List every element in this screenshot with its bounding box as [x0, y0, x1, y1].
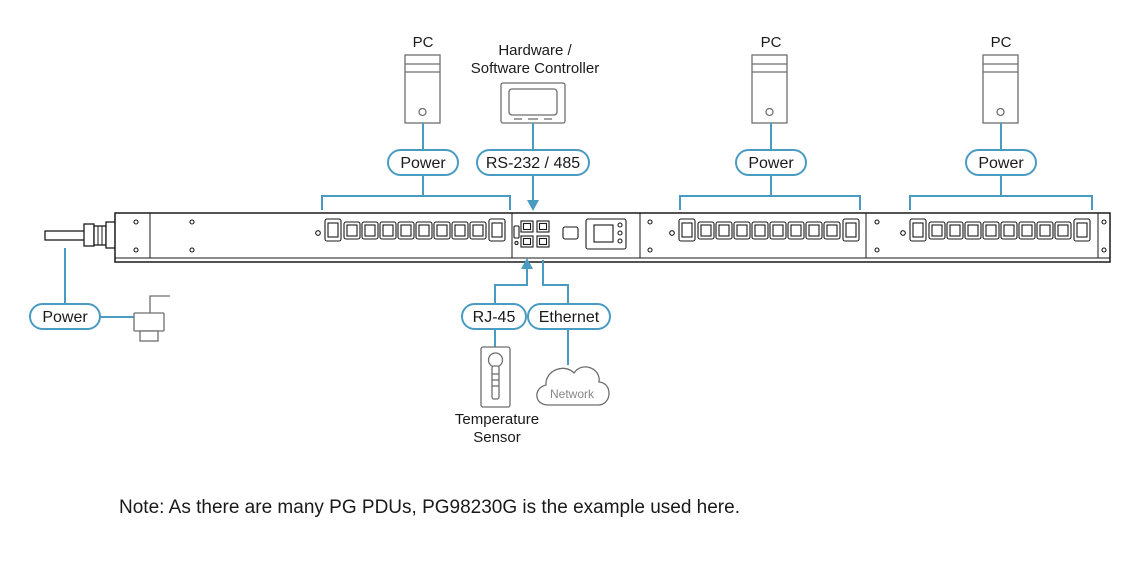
pc-label: PC	[991, 34, 1012, 51]
controller-monitor-icon	[500, 82, 566, 124]
serial-pill: RS-232 / 485	[486, 155, 580, 172]
rj45-pill: RJ-45	[473, 309, 516, 326]
sensor-label: Sensor	[473, 429, 521, 446]
power-pill: Power	[400, 155, 446, 172]
controller-label: Software Controller	[471, 60, 599, 77]
outlet-icon	[678, 218, 860, 242]
serial-arrow-icon	[527, 200, 539, 211]
pc-label: PC	[413, 34, 434, 51]
note-text: Note: As there are many PG PDUs, PG98230…	[119, 497, 740, 518]
connectors-bottom	[64, 248, 569, 365]
power-connectors-top	[321, 123, 1093, 210]
pc-label: PC	[761, 34, 782, 51]
temperature-sensor-icon	[480, 346, 511, 408]
pc-tower-icon	[982, 54, 1019, 124]
network-label: Network	[550, 387, 595, 401]
control-module	[513, 218, 627, 250]
pc-tower-icon	[404, 54, 441, 124]
outlet-icon	[324, 218, 506, 242]
power-adapter-icon	[133, 295, 170, 342]
power-pill: Power	[978, 155, 1024, 172]
pdu-unit	[44, 212, 1111, 263]
network-cloud-icon	[536, 366, 610, 406]
controller-label: Hardware /	[498, 42, 572, 59]
ethernet-pill: Ethernet	[539, 309, 600, 326]
power-pill: Power	[748, 155, 794, 172]
sensor-label: Temperature	[455, 411, 539, 428]
power-input-pill: Power	[42, 309, 88, 326]
rj45-arrow-icon	[521, 258, 533, 269]
pc-tower-icon	[751, 54, 788, 124]
outlet-icon	[909, 218, 1091, 242]
